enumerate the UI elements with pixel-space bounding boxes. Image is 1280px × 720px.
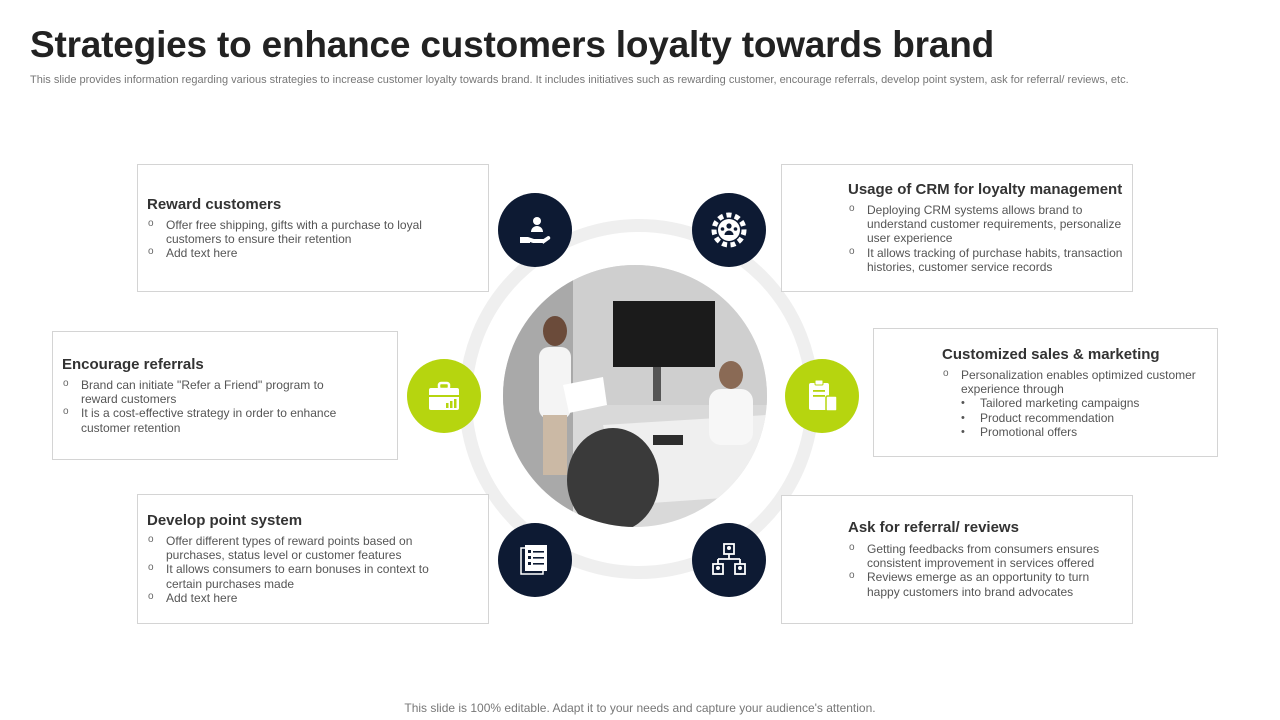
- strategy-05-sub-bullets: Tailored marketing campaigns Product rec…: [961, 396, 1207, 439]
- strategy-02-bullets: Brand can initiate "Refer a Friend" prog…: [62, 377, 337, 435]
- strategy-04-title: Ask for referral/ reviews: [848, 519, 1019, 536]
- checklist-document-icon: [520, 545, 547, 575]
- list-item: Tailored marketing campaigns: [961, 396, 1207, 410]
- list-item: Add text here: [147, 590, 432, 605]
- strategy-06-icon-circle: [692, 193, 766, 267]
- strategy-03-bullets: Offer different types of reward points b…: [147, 533, 432, 605]
- center-photo: [503, 265, 767, 527]
- strategy-04-icon-circle: [692, 523, 766, 597]
- gear-people-icon: [711, 212, 747, 248]
- strategy-06-title: Usage of CRM for loyalty management: [848, 181, 1123, 198]
- list-item: Offer different types of reward points b…: [147, 533, 432, 562]
- strategy-06-bullets: Deploying CRM systems allows brand to un…: [848, 202, 1126, 274]
- page-title: Strategies to enhance customers loyalty …: [30, 24, 995, 65]
- strategy-04-bullets: Getting feedbacks from consumers ensures…: [848, 541, 1118, 599]
- list-item: It is a cost-effective strategy in order…: [62, 405, 337, 434]
- page-subtitle: This slide provides information regardin…: [30, 74, 1129, 86]
- strategy-05-title: Customized sales & marketing: [942, 346, 1160, 363]
- strategy-01-bullets: Offer free shipping, gifts with a purcha…: [147, 217, 437, 261]
- hand-giving-person-icon: [520, 217, 551, 244]
- list-item: Brand can initiate "Refer a Friend" prog…: [62, 377, 337, 406]
- list-item: It allows tracking of purchase habits, t…: [848, 245, 1126, 274]
- strategy-01-icon-circle: [498, 193, 572, 267]
- strategy-01-title: Reward customers: [147, 196, 282, 213]
- strategy-03-card: Develop point system Offer different typ…: [137, 494, 489, 624]
- list-item: Promotional offers: [961, 425, 1207, 439]
- list-item: Getting feedbacks from consumers ensures…: [848, 541, 1118, 570]
- list-item: Product recommendation: [961, 411, 1207, 425]
- strategy-05-bullets: Personalization enables optimized custom…: [942, 367, 1207, 439]
- briefcase-chart-icon: [429, 381, 459, 410]
- list-item: Deploying CRM systems allows brand to un…: [848, 202, 1126, 246]
- strategy-04-card: Ask for referral/ reviews Getting feedba…: [781, 495, 1133, 624]
- list-item: It allows consumers to earn bonuses in c…: [147, 561, 432, 590]
- strategy-05-icon-circle: [785, 359, 859, 433]
- strategy-02-icon-circle: [407, 359, 481, 433]
- strategy-02-card: Encourage referrals Brand can initiate "…: [52, 331, 398, 460]
- meeting-photo: [503, 265, 767, 527]
- list-item: Add text here: [147, 245, 437, 260]
- list-item: Offer free shipping, gifts with a purcha…: [147, 217, 437, 246]
- clipboard-devices-icon: [809, 379, 838, 412]
- footer-note: This slide is 100% editable. Adapt it to…: [404, 701, 876, 715]
- strategy-02-title: Encourage referrals: [62, 356, 204, 373]
- strategy-03-title: Develop point system: [147, 512, 303, 529]
- strategy-06-card: Usage of CRM for loyalty management Depl…: [781, 164, 1133, 292]
- strategy-03-icon-circle: [498, 523, 572, 597]
- strategy-01-card: Reward customers Offer free shipping, gi…: [137, 164, 489, 292]
- list-item-nested: Tailored marketing campaigns Product rec…: [942, 396, 1207, 439]
- org-chart-icon: [712, 543, 746, 575]
- list-item: Reviews emerge as an opportunity to turn…: [848, 569, 1118, 598]
- list-item: Personalization enables optimized custom…: [942, 367, 1207, 396]
- strategy-05-card: Customized sales & marketing Personaliza…: [873, 328, 1218, 457]
